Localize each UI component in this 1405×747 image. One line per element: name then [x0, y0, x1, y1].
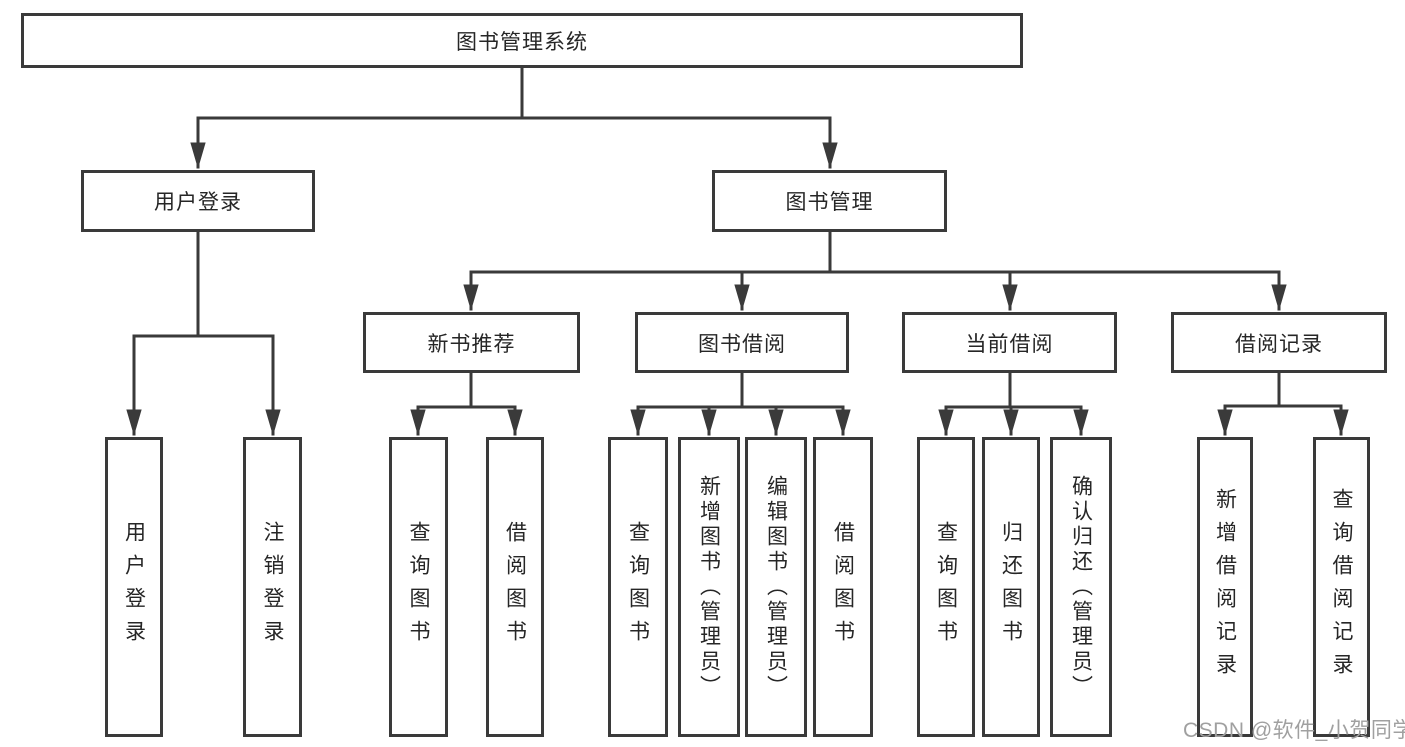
leaf-cb-query-books: 查询图书 [917, 437, 975, 737]
leaf-logout: 注销登录 [243, 437, 302, 737]
leaf-logout-label: 注销登录 [261, 521, 284, 653]
connector-book-mgmt-rail [469, 230, 1281, 274]
node-current-borrowing: 当前借阅 [902, 312, 1117, 373]
csdn-watermark: CSDN @软件_小贺同学 [1183, 719, 1405, 742]
leaf-bb-edit-books: 编辑图书（管理员） [745, 437, 807, 737]
node-book-management-label: 图书管理 [785, 191, 874, 214]
node-borrowing-records-label: 借阅记录 [1235, 332, 1323, 356]
node-new-book-recommend-label: 新书推荐 [427, 332, 516, 356]
leaf-rec-query-books: 查询图书 [389, 437, 448, 737]
leaf-cb-return-books-label: 归还图书 [999, 521, 1023, 653]
node-book-borrowing: 图书借阅 [635, 312, 849, 373]
node-user-login: 用户登录 [81, 170, 315, 232]
leaf-bb-edit-books-label: 编辑图书（管理员） [764, 474, 788, 700]
leaf-bb-add-books-label: 新增图书（管理员） [697, 474, 721, 700]
connector-user-login-rail [132, 230, 275, 338]
leaf-bb-borrow-books-label: 借阅图书 [831, 521, 855, 653]
leaf-cb-confirm-return: 确认归还（管理员） [1050, 437, 1112, 737]
leaf-cb-query-books-label: 查询图书 [934, 521, 958, 653]
leaf-user-login-label: 用户登录 [122, 521, 146, 653]
leaf-br-add-record: 新增借阅记录 [1197, 437, 1253, 737]
connector-book-borrow-rail [636, 371, 845, 409]
leaf-bb-borrow-books: 借阅图书 [813, 437, 873, 737]
leaf-br-add-record-label: 新增借阅记录 [1213, 488, 1237, 686]
connector-new-book-rec-rail [416, 371, 517, 409]
node-book-management: 图书管理 [712, 170, 947, 232]
connector-root-rail [196, 66, 832, 120]
node-book-borrowing-label: 图书借阅 [698, 332, 786, 356]
node-current-borrowing-label: 当前借阅 [965, 332, 1054, 356]
leaf-rec-borrow-books: 借阅图书 [486, 437, 544, 737]
node-root-label: 图书管理系统 [456, 30, 588, 54]
leaf-br-query-record: 查询借阅记录 [1313, 437, 1370, 737]
connector-borrow-record-rail [1223, 371, 1343, 408]
leaf-rec-borrow-books-label: 借阅图书 [503, 521, 527, 653]
node-root: 图书管理系统 [21, 13, 1023, 68]
leaf-cb-return-books: 归还图书 [982, 437, 1040, 737]
leaf-bb-add-books: 新增图书（管理员） [678, 437, 740, 737]
node-new-book-recommend: 新书推荐 [363, 312, 580, 373]
leaf-bb-query-books: 查询图书 [608, 437, 668, 737]
connector-current-borrow-rail [944, 371, 1083, 409]
leaf-cb-confirm-return-label: 确认归还（管理员） [1069, 474, 1093, 700]
leaf-rec-query-books-label: 查询图书 [407, 521, 430, 653]
leaf-bb-query-books-label: 查询图书 [626, 521, 650, 653]
leaf-user-login: 用户登录 [105, 437, 163, 737]
node-user-login-label: 用户登录 [154, 191, 242, 214]
leaf-br-query-record-label: 查询借阅记录 [1330, 488, 1353, 686]
node-borrowing-records: 借阅记录 [1171, 312, 1387, 373]
